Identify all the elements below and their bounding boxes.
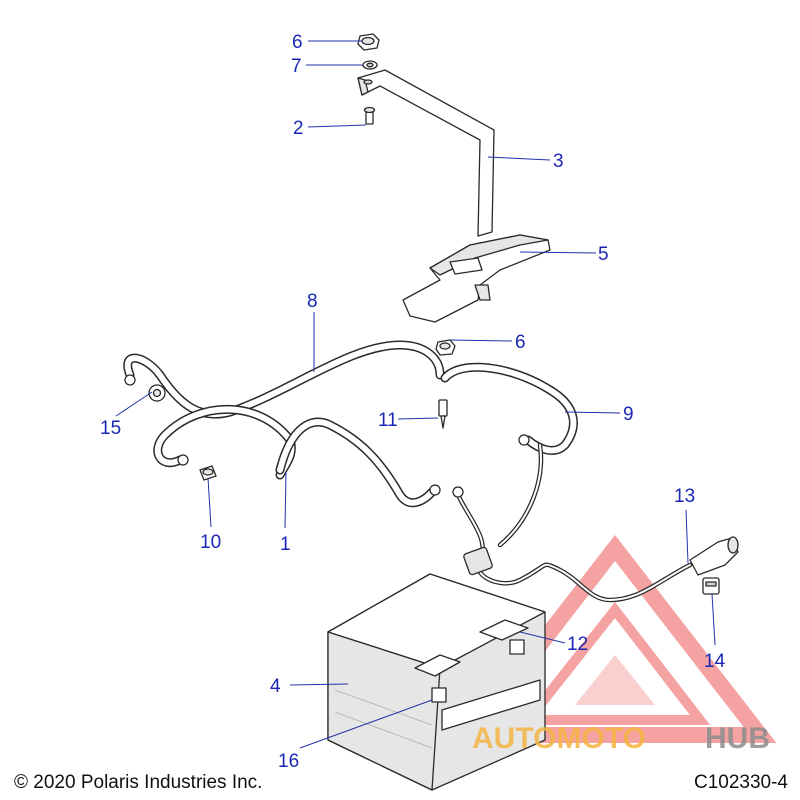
callout-6-top: 6	[292, 32, 303, 53]
watermark-text-hub: HUB	[705, 722, 770, 755]
clip	[702, 577, 720, 595]
positive-cable	[440, 362, 578, 455]
callout-4: 4	[270, 676, 281, 697]
callout-10: 10	[200, 532, 221, 553]
callout-5: 5	[598, 244, 609, 265]
callout-labels: 6 7 2 3 5 6 8 9 11 15 10 1 13 14 12 4 16	[100, 32, 726, 772]
callout-15: 15	[100, 418, 121, 439]
main-harness-cable	[123, 340, 445, 480]
battery	[327, 573, 546, 791]
callout-12: 12	[567, 634, 588, 655]
small-bolt	[199, 465, 217, 481]
callout-9: 9	[623, 404, 634, 425]
copyright-text: © 2020 Polaris Industries Inc.	[14, 772, 263, 793]
callout-11: 11	[378, 410, 398, 431]
watermark-text-main: AUTOMOTO	[472, 722, 646, 755]
callout-7: 7	[291, 56, 302, 77]
bolt	[363, 106, 376, 125]
hold-down-strap	[357, 69, 495, 237]
callout-2: 2	[293, 118, 304, 139]
figure-code: C102330-4	[693, 772, 788, 793]
screw	[438, 399, 448, 429]
accessory-wire	[452, 442, 739, 603]
callout-16: 16	[278, 751, 299, 772]
washer	[362, 60, 378, 70]
callout-6-second: 6	[515, 332, 526, 353]
battery-cable	[275, 417, 441, 508]
hold-down-plate	[402, 234, 551, 323]
grommet	[148, 384, 166, 402]
nut-top	[357, 33, 380, 51]
nut-second	[435, 339, 456, 356]
callout-13: 13	[674, 486, 695, 507]
watermark-text: AUTOMOTO HUB	[472, 722, 770, 755]
callout-8: 8	[307, 291, 318, 312]
callout-14: 14	[704, 651, 726, 672]
callout-1: 1	[280, 534, 291, 555]
callout-3: 3	[553, 151, 564, 172]
leader-lines	[115, 40, 716, 749]
